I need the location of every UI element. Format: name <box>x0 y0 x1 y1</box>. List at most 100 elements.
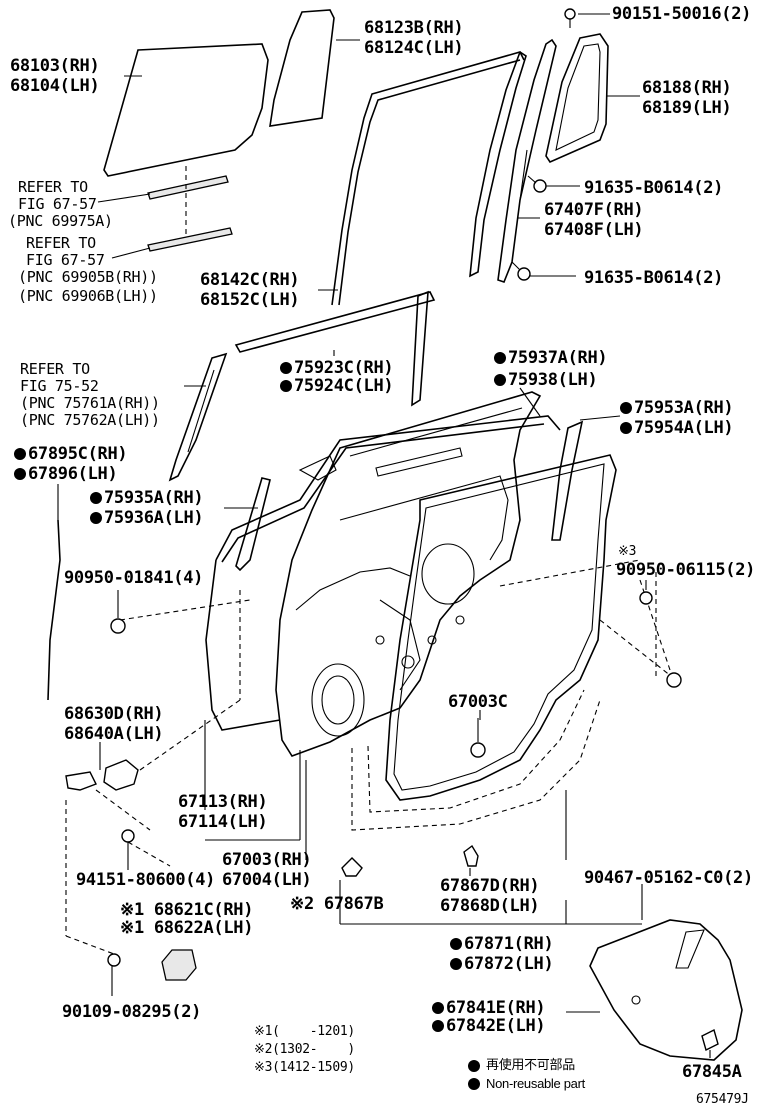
label-75935a: 75935A(RH) <box>90 488 204 508</box>
label-68640a: 68640A(LH) <box>64 724 164 744</box>
rear-edge-strip <box>551 420 584 541</box>
front-edge-strip <box>235 477 271 572</box>
part-number: 75953A(RH) <box>634 398 734 418</box>
hinge-bolt <box>121 829 171 867</box>
label-67896: 67896(LH) <box>14 464 118 484</box>
door-frame <box>205 415 561 731</box>
service-hole-cover <box>589 919 743 1061</box>
label-67004: 67004(LH) <box>222 870 312 890</box>
label-91635-upper: 91635-B0614(2) <box>584 178 724 198</box>
non-reusable-dot <box>280 362 292 374</box>
refer-fig-67-57-a-line3: (PNC 69975A) <box>8 212 113 230</box>
non-reusable-dot <box>450 938 462 950</box>
refer-fig-67-57-a-line2: FIG 67-57 <box>18 195 97 213</box>
door-edge-weatherstrip <box>47 519 61 701</box>
non-reusable-dot <box>450 958 462 970</box>
hole-plug-01841 <box>110 618 126 634</box>
refer-fig-67-57-a-line1: REFER TO <box>18 178 88 196</box>
label-94151: 94151-80600(4) <box>76 870 216 890</box>
hinge-cover <box>161 949 197 981</box>
refer-fig-67-57-b-line2: FIG 67-57 <box>26 251 105 269</box>
label-75953a: 75953A(RH) <box>620 398 734 418</box>
part-number: 75954A(LH) <box>634 418 734 438</box>
clip-67867b <box>341 857 363 877</box>
non-reusable-dot <box>280 380 292 392</box>
door-panel <box>275 391 542 757</box>
note-3: ※3(1412-1509) <box>254 1060 355 1075</box>
label-68621c: ※1 68621C(RH) <box>120 900 254 920</box>
label-90950-06115: 90950-06115(2) <box>616 560 756 580</box>
belt-strip-upper <box>147 166 233 252</box>
label-67871: 67871(RH) <box>450 934 554 954</box>
part-number: 67872(LH) <box>464 954 554 974</box>
non-reusable-dot <box>14 448 26 460</box>
part-number: 67895C(RH) <box>28 444 128 464</box>
part-number: 75935A(RH) <box>104 488 204 508</box>
label-67114: 67114(LH) <box>178 812 268 832</box>
label-68630d: 68630D(RH) <box>64 704 164 724</box>
fixed-window <box>545 33 609 164</box>
figure-id: 675479J <box>696 1092 749 1107</box>
bolt-91635-lower <box>511 261 531 281</box>
label-68123b: 68123B(RH) <box>364 18 464 38</box>
legend-dot-en <box>468 1078 480 1090</box>
label-90467: 90467-05162-C0(2) <box>584 868 753 888</box>
non-reusable-dot <box>494 374 506 386</box>
lower-seal-dashes <box>119 559 677 831</box>
note-3-marker: ※3 <box>618 544 637 559</box>
label-75937a: 75937A(RH) <box>494 348 608 368</box>
label-91635-lower: 91635-B0614(2) <box>584 268 724 288</box>
door-hinge <box>65 699 241 831</box>
non-reusable-dot <box>90 512 102 524</box>
legend-text-en: Non-reusable part <box>486 1076 585 1091</box>
label-68188: 68188(RH) <box>642 78 732 98</box>
part-67845a <box>701 1028 719 1052</box>
label-68142c: 68142C(RH) <box>200 270 300 290</box>
note-1: ※1( -1201) <box>254 1024 355 1039</box>
label-67841e: 67841E(RH) <box>432 998 546 1018</box>
label-68103: 68103(RH) <box>10 56 100 76</box>
refer-fig-75-52-line2: FIG 75-52 <box>20 377 99 395</box>
part-number: 67871(RH) <box>464 934 554 954</box>
door-glass <box>103 43 269 177</box>
part-number: 67842E(LH) <box>446 1016 546 1036</box>
legend-text-jp: 再使用不可部品 <box>486 1058 575 1073</box>
part-number: 75938(LH) <box>508 370 598 390</box>
refer-fig-75-52-line1: REFER TO <box>20 360 90 378</box>
label-67868d: 67868D(LH) <box>440 896 540 916</box>
label-67407f: 67407F(RH) <box>544 200 644 220</box>
part-number: 75924C(LH) <box>294 376 394 396</box>
label-67867d: 67867D(RH) <box>440 876 540 896</box>
refer-fig-67-57-b-line4: (PNC 69906B(LH)) <box>18 287 158 305</box>
label-90109: 90109-08295(2) <box>62 1002 202 1022</box>
non-reusable-dot <box>432 1002 444 1014</box>
label-68622a: ※1 68622A(LH) <box>120 918 254 938</box>
part-number: 75936A(LH) <box>104 508 204 528</box>
label-90950-01841: 90950-01841(4) <box>64 568 204 588</box>
label-67842e: 67842E(LH) <box>432 1016 546 1036</box>
label-90151: 90151-50016(2) <box>612 4 752 24</box>
label-75936a: 75936A(LH) <box>90 508 204 528</box>
label-67003c: 67003C <box>448 692 508 712</box>
leader-lines <box>57 13 711 1058</box>
label-67003: 67003(RH) <box>222 850 312 870</box>
non-reusable-dot <box>90 492 102 504</box>
part-number: 75937A(RH) <box>508 348 608 368</box>
label-67408f: 67408F(LH) <box>544 220 644 240</box>
part-number: 67896(LH) <box>28 464 118 484</box>
non-reusable-dot <box>620 422 632 434</box>
label-68152c: 68152C(LH) <box>200 290 300 310</box>
note-2: ※2(1302- ) <box>254 1042 355 1057</box>
belt-weatherstrip <box>234 290 436 407</box>
refer-fig-75-52-line4: (PNC 75762A(LH)) <box>20 411 160 429</box>
non-reusable-dot <box>432 1020 444 1032</box>
label-68189: 68189(LH) <box>642 98 732 118</box>
hole-plug-06115 <box>639 591 682 688</box>
screw-90151 <box>564 8 576 28</box>
label-67845a: 67845A <box>682 1062 742 1082</box>
legend-dot-jp <box>468 1060 480 1072</box>
label-68124c: 68124C(LH) <box>364 38 464 58</box>
label-75923c: 75923C(RH) <box>280 358 394 378</box>
plug-67003c <box>470 718 486 758</box>
